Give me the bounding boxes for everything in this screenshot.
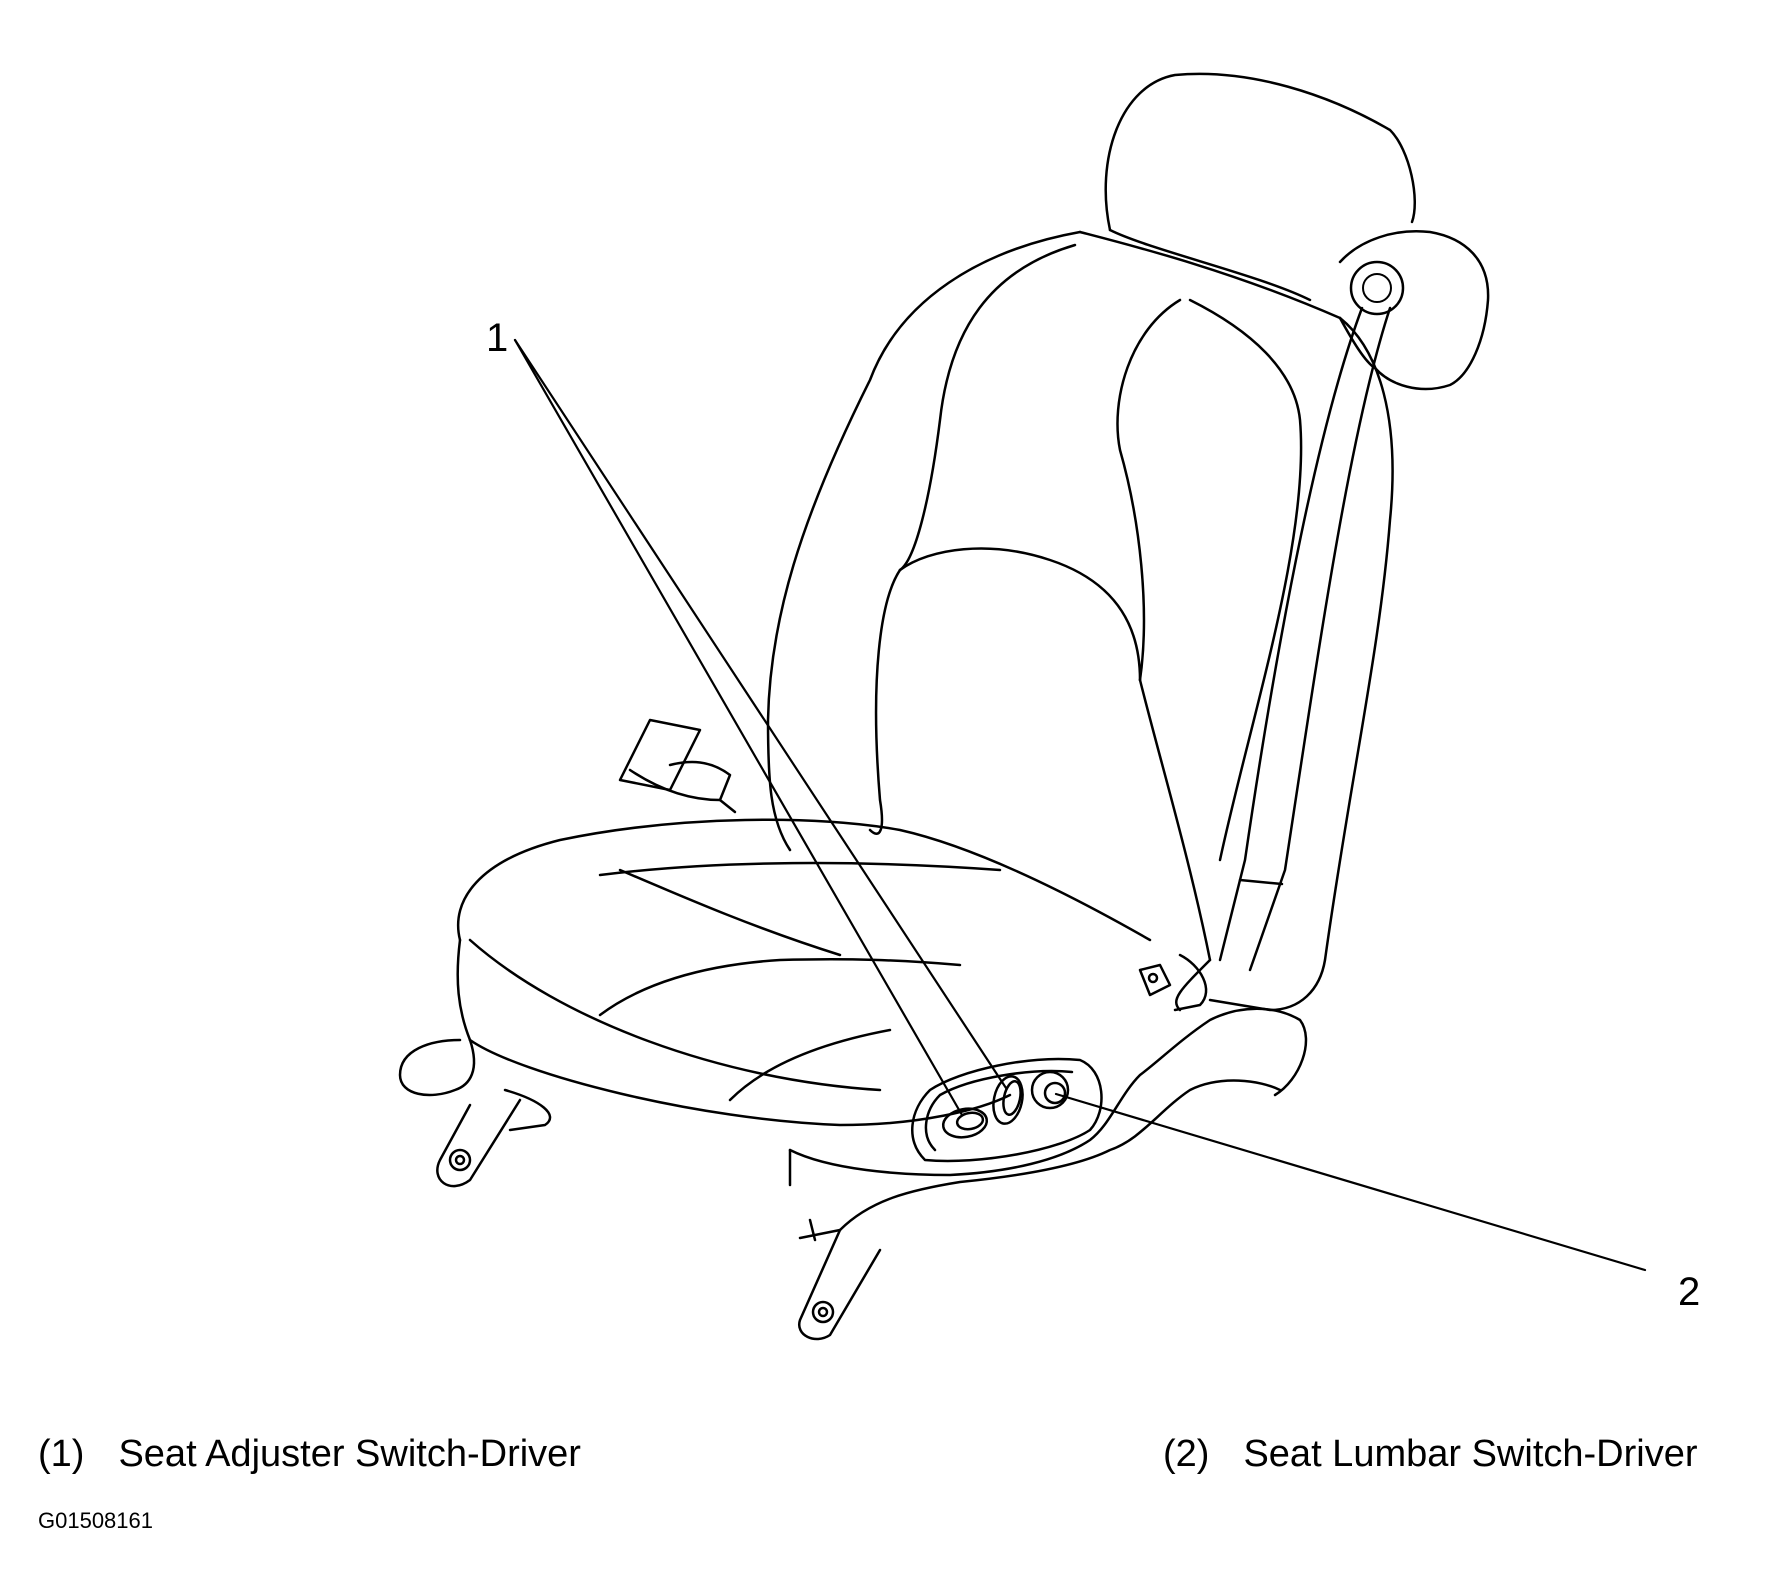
leader-line-1b [513,338,1008,1090]
legend-item-2: (2) Seat Lumbar Switch-Driver [1163,1435,1698,1473]
seat-lumbar-switch [1030,1070,1070,1110]
seat-belt [1175,306,1392,1012]
callout-number-2: 2 [1678,1270,1701,1314]
seat-adjuster-switch [941,1075,1024,1139]
side-shield [788,1007,1308,1240]
seat-track [398,1038,882,1341]
callout-number-1: 1 [486,316,509,360]
seat-belt-buckle [618,718,1208,1012]
leader-line-2 [1054,1092,1647,1272]
leader-line-1a [513,338,964,1117]
seatback [766,230,1490,1012]
legend-number: (2) [1163,1433,1210,1475]
headrest [1104,72,1416,302]
legend-number: (1) [38,1433,85,1475]
legend-label: Seat Lumbar Switch-Driver [1243,1433,1698,1475]
legend-label: Seat Adjuster Switch-Driver [118,1433,581,1475]
seat-cushion [456,818,1152,1127]
figure-id: G01508161 [38,1508,153,1533]
legend-item-1: (1) Seat Adjuster Switch-Driver [38,1435,581,1473]
callout-leaders [513,338,1647,1272]
